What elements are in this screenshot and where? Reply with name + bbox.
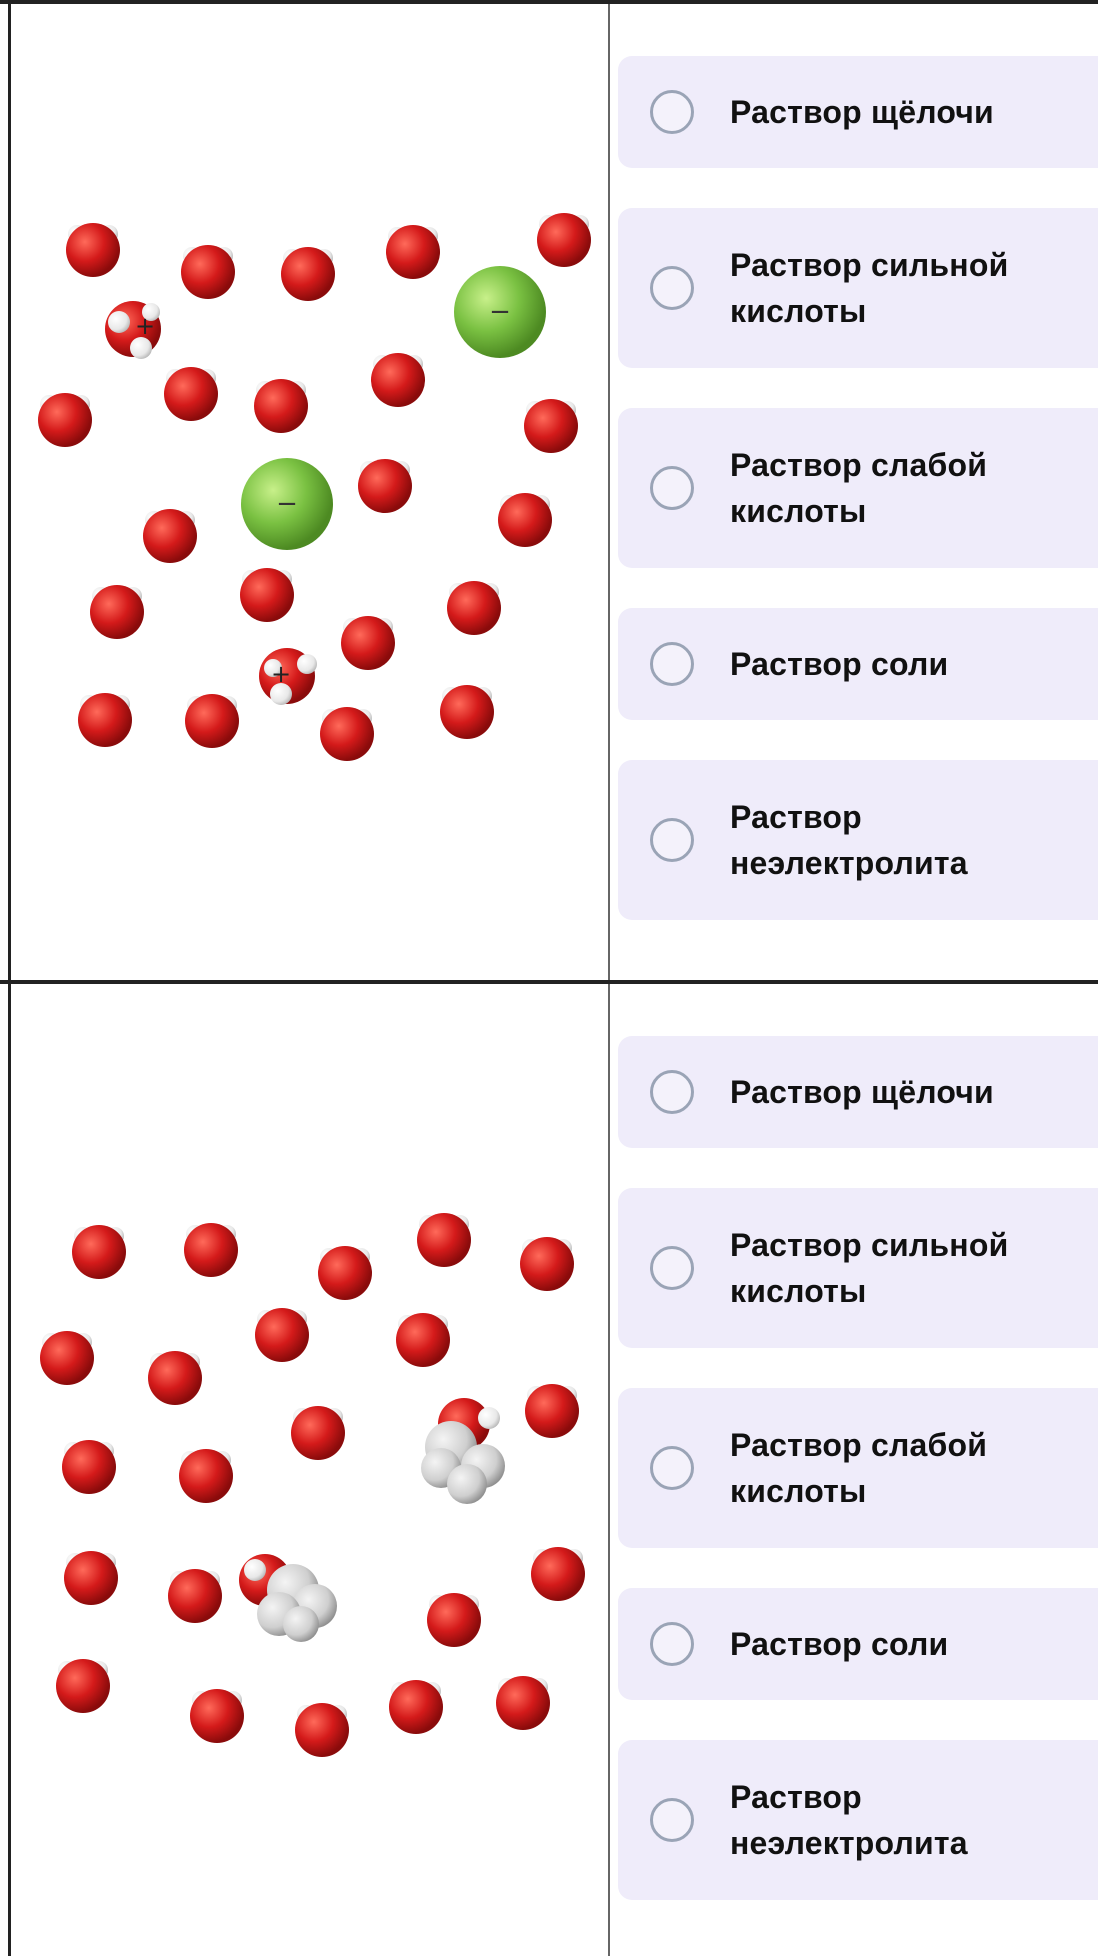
answer-options-1: Раствор щёлочи Раствор сильной кислоты Р… [618, 4, 1098, 984]
table-border-middle [608, 4, 610, 984]
option-label: Раствор соли [730, 1626, 949, 1662]
cation-sign: + [135, 312, 155, 340]
organic-molecule-1 [421, 1398, 505, 1504]
water-molecules [40, 1213, 585, 1757]
option-non-electrolyte-solution[interactable]: Раствор неэлектролита [618, 760, 1098, 920]
chloride-ion-2: − [241, 458, 333, 550]
option-label: Раствор сильной кислоты [730, 1227, 1009, 1309]
option-alkali-solution[interactable]: Раствор щёлочи [618, 1036, 1098, 1148]
answer-options-2: Раствор щёлочи Раствор сильной кислоты Р… [618, 984, 1098, 1956]
table-border-middle [608, 984, 610, 1956]
option-label: Раствор неэлектролита [730, 799, 968, 881]
option-label: Раствор щёлочи [730, 1074, 994, 1110]
molecule-diagram [40, 1213, 585, 1757]
table-border-left [8, 4, 11, 984]
option-label: Раствор неэлектролита [730, 1779, 968, 1861]
radio-button[interactable] [650, 466, 694, 510]
option-weak-acid-solution[interactable]: Раствор слабой кислоты [618, 1388, 1098, 1548]
option-salt-solution[interactable]: Раствор соли [618, 608, 1098, 720]
option-label: Раствор сильной кислоты [730, 247, 1009, 329]
option-label: Раствор слабой кислоты [730, 1427, 988, 1509]
radio-button[interactable] [650, 1446, 694, 1490]
option-strong-acid-solution[interactable]: Раствор сильной кислоты [618, 1188, 1098, 1348]
hydronium-ion-1: + [105, 301, 161, 359]
molecule-diagram: + + − − [38, 213, 591, 761]
radio-button[interactable] [650, 642, 694, 686]
chloride-ion-1: − [454, 266, 546, 358]
radio-button[interactable] [650, 90, 694, 134]
radio-button[interactable] [650, 1622, 694, 1666]
question-row-2: Раствор щёлочи Раствор сильной кислоты Р… [0, 980, 1098, 1956]
option-label: Раствор щёлочи [730, 94, 994, 130]
radio-button[interactable] [650, 1246, 694, 1290]
organic-molecule-2 [239, 1554, 337, 1642]
option-strong-acid-solution[interactable]: Раствор сильной кислоты [618, 208, 1098, 368]
radio-button[interactable] [650, 266, 694, 310]
option-alkali-solution[interactable]: Раствор щёлочи [618, 56, 1098, 168]
option-weak-acid-solution[interactable]: Раствор слабой кислоты [618, 408, 1098, 568]
molecular-illustration-hydrochloric-solution: + + − − [11, 4, 608, 984]
radio-button[interactable] [650, 1070, 694, 1114]
cation-sign: + [271, 660, 291, 688]
option-salt-solution[interactable]: Раствор соли [618, 1588, 1098, 1700]
question-row-1: + + − − [0, 0, 1098, 984]
radio-button[interactable] [650, 1798, 694, 1842]
anion-sign: − [489, 297, 511, 327]
table-border-left [8, 984, 11, 1956]
option-non-electrolyte-solution[interactable]: Раствор неэлектролита [618, 1740, 1098, 1900]
option-label: Раствор слабой кислоты [730, 447, 988, 529]
molecular-illustration-organic-solution [11, 984, 608, 1956]
radio-button[interactable] [650, 818, 694, 862]
hydronium-ion-2: + [259, 648, 317, 705]
anion-sign: − [276, 489, 298, 519]
option-label: Раствор соли [730, 646, 949, 682]
